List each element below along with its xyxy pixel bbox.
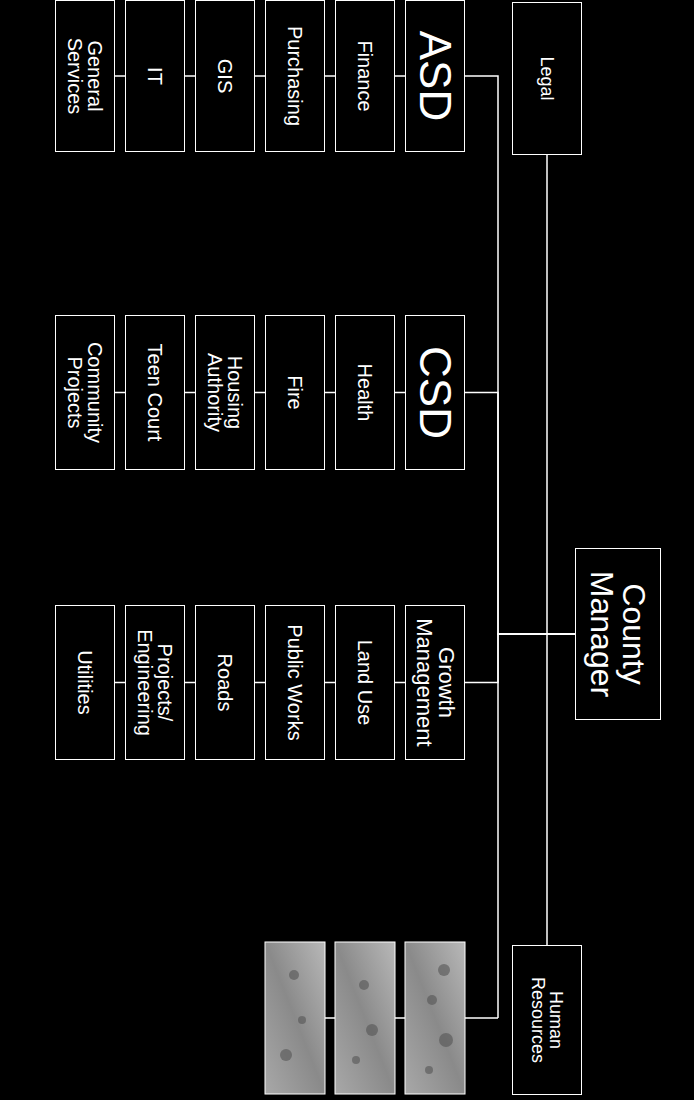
bus-drop: [465, 1017, 498, 1019]
box-label: Finance: [355, 40, 375, 111]
org-box: Roads: [195, 605, 255, 760]
org-connector: [465, 393, 575, 635]
box-label: Utilities: [75, 650, 95, 714]
org-box: Utilities: [55, 605, 115, 760]
org-box: Legal: [512, 2, 582, 155]
box-label: Teen Court: [145, 344, 165, 442]
photo-box: [335, 942, 395, 1094]
org-box: ASD: [405, 0, 465, 152]
org-box: Teen Court: [125, 315, 185, 470]
org-box: Human Resources: [512, 945, 582, 1095]
org-connector: [547, 634, 575, 945]
box-label: County Manager: [586, 555, 650, 713]
box-label: Legal: [538, 56, 556, 100]
photo-box: [405, 942, 465, 1094]
box-label: Growth Management: [413, 612, 457, 753]
photo-box: [265, 942, 325, 1094]
box-label: Public Works: [285, 624, 305, 740]
org-box: Purchasing: [265, 0, 325, 152]
photo-link: [325, 1017, 335, 1019]
org-box: County Manager: [575, 548, 661, 720]
box-label: Roads: [215, 654, 235, 712]
box-label: Human Resources: [529, 952, 565, 1088]
photo-link: [395, 1017, 405, 1019]
org-box: GIS: [195, 0, 255, 152]
org-box: Fire: [265, 315, 325, 470]
org-box: Growth Management: [405, 605, 465, 760]
org-box: Projects/ Engineering: [125, 605, 185, 760]
org-box: Land Use: [335, 605, 395, 760]
box-label: Purchasing: [285, 26, 305, 126]
box-label: ASD: [413, 31, 457, 121]
box-label: Land Use: [355, 640, 375, 726]
org-connector: [465, 76, 575, 634]
box-label: GIS: [215, 59, 235, 93]
bus-line: [497, 634, 499, 1018]
org-box: Public Works: [265, 605, 325, 760]
box-label: CSD: [413, 346, 457, 439]
box-label: Projects/ Engineering: [135, 612, 175, 753]
box-label: Housing Authority: [205, 322, 245, 463]
box-label: General Services: [65, 7, 105, 145]
box-label: Fire: [285, 375, 305, 409]
box-label: Health: [355, 364, 375, 422]
org-box: Community Projects: [55, 315, 115, 470]
box-label: Community Projects: [65, 322, 105, 463]
org-box: CSD: [405, 315, 465, 470]
org-box: Housing Authority: [195, 315, 255, 470]
org-connector: [465, 634, 575, 683]
org-box: IT: [125, 0, 185, 152]
box-label: IT: [145, 67, 165, 85]
org-box: Health: [335, 315, 395, 470]
org-box: General Services: [55, 0, 115, 152]
org-connector: [547, 155, 575, 634]
org-box: Finance: [335, 0, 395, 152]
